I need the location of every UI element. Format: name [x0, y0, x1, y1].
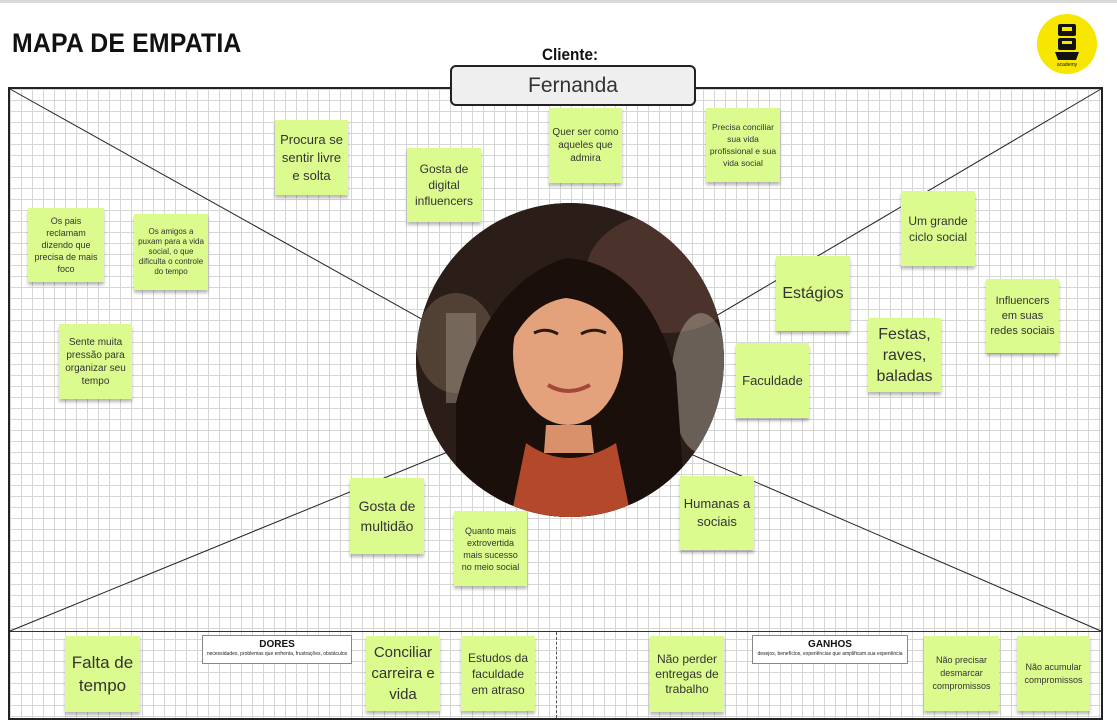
logo-text: academy	[1057, 62, 1078, 68]
persona-photo	[416, 203, 724, 517]
sticky-note[interactable]: Festas, raves, baladas	[868, 318, 941, 392]
top-strip	[0, 0, 1117, 3]
sticky-note[interactable]: Influencers em suas redes sociais	[986, 279, 1059, 353]
sticky-note[interactable]: Os pais reclamam dizendo que precisa de …	[28, 208, 104, 282]
dores-title: DORES	[259, 639, 295, 650]
sticky-note[interactable]: Gosta de digital influencers	[407, 148, 481, 222]
sticky-note[interactable]: Estágios	[776, 256, 850, 331]
sticky-note[interactable]: Os amigos a puxam para a vida social, o …	[134, 214, 208, 290]
academy-logo-icon: academy	[1037, 14, 1097, 74]
page-title: MAPA DE EMPATIA	[12, 28, 242, 58]
sticky-note[interactable]: Quanto mais extrovertida mais sucesso no…	[454, 511, 527, 586]
ganhos-title: GANHOS	[808, 639, 852, 650]
client-label: Cliente:	[541, 45, 599, 64]
dores-subtitle: necessidades, problemas que enfrenta, fr…	[206, 651, 348, 657]
sticky-note[interactable]: Um grande ciclo social	[901, 191, 975, 266]
sticky-note[interactable]: Quer ser como aqueles que admira	[549, 108, 622, 183]
sticky-note[interactable]: Conciliar carreira e vida	[366, 636, 440, 711]
ganhos-subtitle: desejos, benefícios, experiências que am…	[757, 651, 903, 657]
ganhos-header: GANHOS desejos, benefícios, experiências…	[752, 635, 908, 664]
sticky-note[interactable]: Não perder entregas de trabalho	[650, 636, 724, 712]
sticky-note[interactable]: Falta de tempo	[65, 636, 140, 712]
sticky-note[interactable]: Gosta de multidão	[350, 478, 424, 554]
sticky-note[interactable]: Precisa conciliar sua vida profissional …	[706, 108, 780, 182]
pains-gains-divider	[10, 631, 1101, 632]
client-name[interactable]: Fernanda	[450, 65, 696, 106]
pains-gains-separator	[556, 632, 557, 718]
sticky-note[interactable]: Faculdade	[736, 343, 809, 418]
sticky-note[interactable]: Não acumular compromissos	[1017, 636, 1090, 711]
sticky-note[interactable]: Sente muita pressão para organizar seu t…	[59, 324, 132, 399]
sticky-note[interactable]: Humanas a sociais	[680, 476, 754, 550]
sticky-note[interactable]: Não precisar desmarcar compromissos	[924, 636, 999, 711]
sticky-note[interactable]: Estudos da faculdade em atraso	[461, 636, 535, 711]
dores-header: DORES necessidades, problemas que enfren…	[202, 635, 352, 664]
sticky-note[interactable]: Procura se sentir livre e solta	[275, 120, 348, 195]
